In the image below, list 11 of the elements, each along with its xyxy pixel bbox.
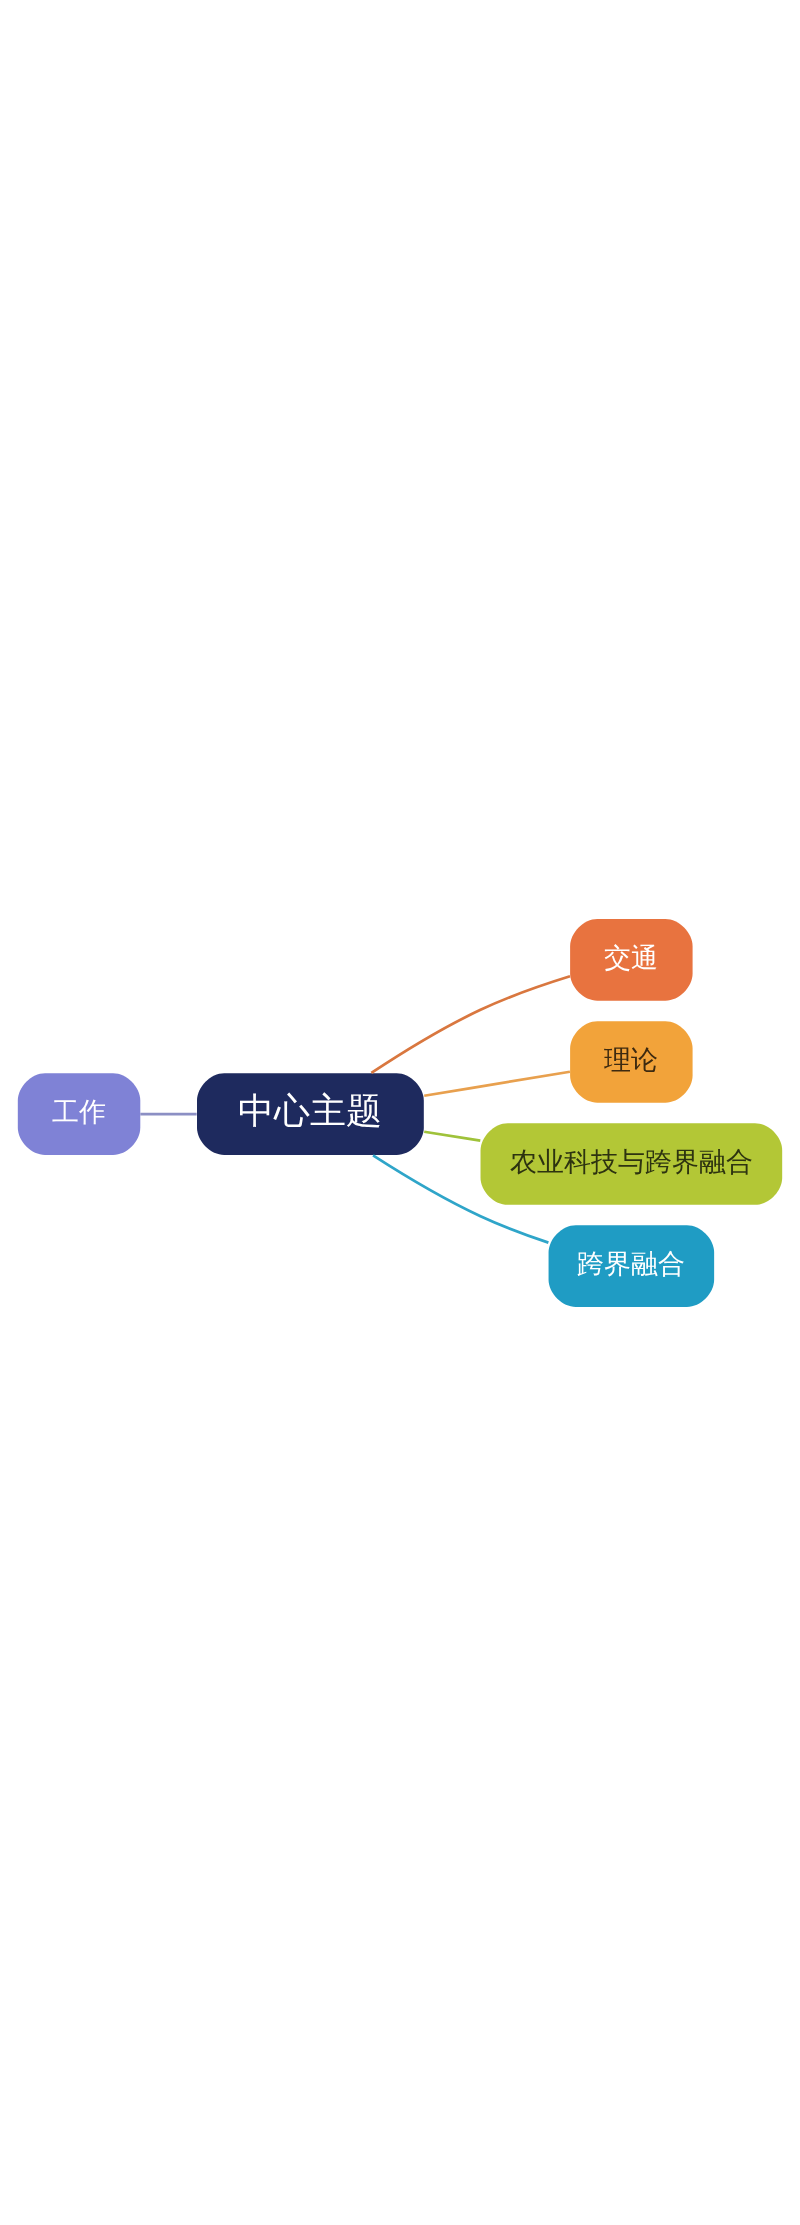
node-box: 理论 xyxy=(570,1020,693,1103)
node-box: 交通 xyxy=(570,918,693,1001)
connector xyxy=(424,1069,571,1097)
connector xyxy=(424,1129,481,1142)
connector xyxy=(370,974,571,1074)
node-box: 跨界融合 xyxy=(548,1224,715,1307)
connector xyxy=(372,1153,549,1244)
connector xyxy=(140,1112,197,1115)
node-box: 中心主题 xyxy=(197,1072,424,1155)
node-box: 农业科技与跨界融合 xyxy=(480,1122,783,1205)
node-box: 工作 xyxy=(17,1072,141,1155)
